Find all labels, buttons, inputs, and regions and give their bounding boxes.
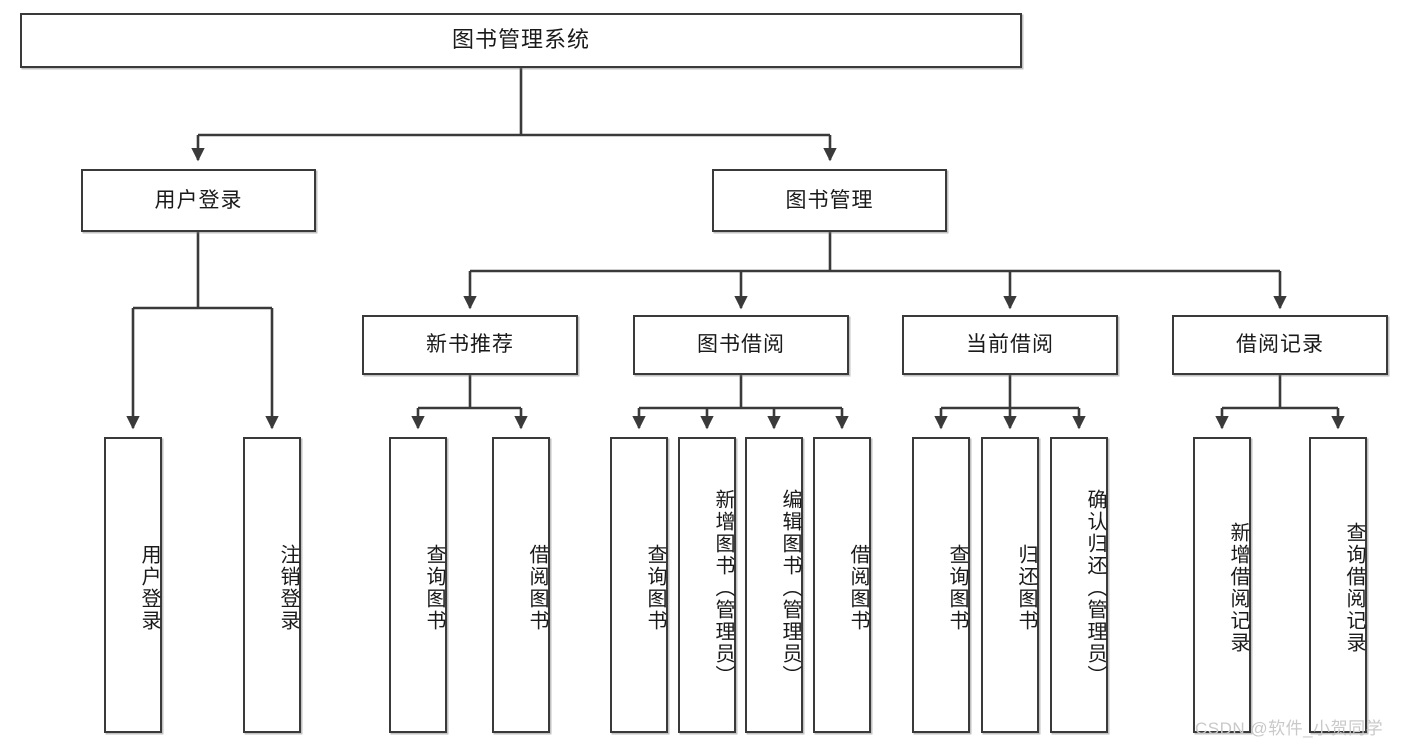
leaf-current-confirm-return-admin[interactable]: 确认归还（管理员） — [1050, 437, 1108, 733]
leaf-record-add-record[interactable]: 新增借阅记录 — [1193, 437, 1251, 733]
node-current-borrow[interactable]: 当前借阅 — [902, 315, 1118, 375]
leaf-current-return-book[interactable]: 归还图书 — [981, 437, 1039, 733]
node-root-system[interactable]: 图书管理系统 — [20, 13, 1022, 68]
node-book-management[interactable]: 图书管理 — [712, 169, 947, 232]
leaf-borrow-query-book[interactable]: 查询图书 — [610, 437, 668, 733]
leaf-borrow-borrow-book[interactable]: 借阅图书 — [813, 437, 871, 733]
leaf-current-query-book[interactable]: 查询图书 — [912, 437, 970, 733]
leaf-borrow-edit-book-admin[interactable]: 编辑图书（管理员） — [745, 437, 803, 733]
watermark-text: CSDN @软件_小贺同学 — [1195, 719, 1384, 738]
leaf-user-login-login[interactable]: 用户登录 — [104, 437, 162, 733]
leaf-record-query-record[interactable]: 查询借阅记录 — [1309, 437, 1367, 733]
node-new-book-recommend[interactable]: 新书推荐 — [362, 315, 578, 375]
leaf-recommend-borrow-book[interactable]: 借阅图书 — [492, 437, 550, 733]
leaf-recommend-query-book[interactable]: 查询图书 — [389, 437, 447, 733]
node-user-login[interactable]: 用户登录 — [81, 169, 316, 232]
leaf-borrow-add-book-admin[interactable]: 新增图书（管理员） — [678, 437, 736, 733]
leaf-user-login-logout[interactable]: 注销登录 — [243, 437, 301, 733]
node-borrow-record[interactable]: 借阅记录 — [1172, 315, 1388, 375]
node-book-borrow[interactable]: 图书借阅 — [633, 315, 849, 375]
